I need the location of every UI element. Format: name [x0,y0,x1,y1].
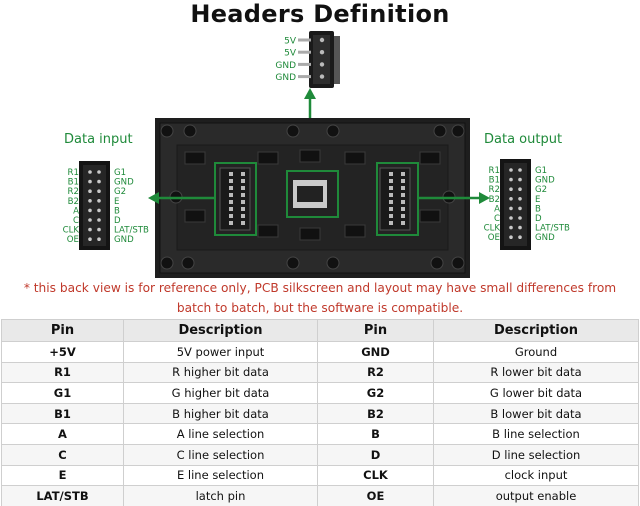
output-right-pin-label: GND [535,233,555,243]
pin-description-cell: D line selection [433,443,639,466]
pin-description-cell: R lower bit data [433,361,639,384]
output-left-pin-label: R1 [489,166,500,176]
input-right-pin-label: B [114,206,120,216]
input-left-pin-label: B2 [68,197,79,207]
output-left-pin-label: CLK [484,224,501,234]
pin-description-cell: A line selection [123,423,318,445]
data-output-title: Data output [484,132,562,147]
note-line-2: batch to batch, but the software is comp… [176,301,464,315]
pin-name-cell: G2 [317,382,434,404]
output-right-pin-label: G1 [535,166,547,176]
power-arrow-head [304,88,316,99]
output-right-pin-label: B [535,204,541,214]
data-output-connector [500,159,531,250]
pin-header: Pin [1,319,124,342]
input-left-pin-label: R2 [68,187,79,197]
pin-description-cell: C line selection [123,443,318,466]
pin-description-cell: G lower bit data [433,382,639,404]
input-right-pin-label: G1 [114,168,126,178]
input-left-pin-label: R1 [68,168,79,178]
output-left-pin-label: A [494,204,500,214]
data-input-title: Data input [64,132,133,147]
output-right-pin-label: LAT/STB [535,224,570,234]
output-left-pin-label: B2 [489,195,500,205]
power-pin-label: 5V [284,49,297,59]
pin-description-cell: latch pin [123,485,318,506]
pin-description-cell: 5V power input [123,341,318,363]
pin-description-cell: output enable [433,485,639,506]
pin-description-cell: B higher bit data [123,402,318,425]
input-left-pin-label: CLK [63,226,80,236]
power-pin-label: 5V [284,37,297,47]
description-header: Description [433,319,639,342]
output-right-pin-label: G2 [535,185,547,195]
pin-name-cell: R1 [1,361,124,384]
pin-description-cell: E line selection [123,464,318,487]
led-panel-board [155,118,470,278]
pin-name-cell: CLK [317,464,434,487]
pin-name-cell: B [317,423,434,445]
pin-name-cell: B2 [317,402,434,425]
input-left-pin-label: C [73,216,79,226]
pin-name-cell: C [1,443,124,466]
input-left-pin-label: B1 [68,178,79,188]
input-right-pin-label: E [114,197,119,207]
pin-name-cell: +5V [1,341,124,363]
input-right-pin-label: D [114,216,121,226]
description-header: Description [123,319,318,342]
input-left-pin-label: A [73,206,79,216]
input-right-pin-label: GND [114,178,134,188]
output-right-pin-label: D [535,214,542,224]
data-input-connector [79,161,110,250]
pin-table-header-row: Pin Description Pin Description [1,319,639,342]
input-left-pin-label: OE [67,235,79,245]
pin-name-cell: OE [317,485,434,506]
output-right-pin-label: E [535,195,540,205]
power-pin-label: GND [275,61,296,71]
power-pin-label: GND [275,73,296,83]
output-left-pin-label: B1 [489,176,500,186]
output-arrow-head [479,192,490,204]
power-header-connector [298,31,340,88]
pin-description-cell: B lower bit data [433,402,639,425]
output-left-pin-label: OE [488,233,500,243]
input-right-pin-label: GND [114,235,134,245]
input-arrow-head [148,192,159,204]
pin-name-cell: GND [317,341,434,363]
pin-header: Pin [317,319,434,342]
input-right-pin-label: G2 [114,187,126,197]
output-left-pin-label: R2 [489,185,500,195]
pin-description-cell: Ground [433,341,639,363]
pin-description-cell: G higher bit data [123,382,318,404]
pin-name-cell: R2 [317,361,434,384]
pin-name-cell: D [317,443,434,466]
output-right-pin-label: GND [535,176,555,186]
output-left-pin-label: C [494,214,500,224]
pin-description-cell: B line selection [433,423,639,445]
note-line-1: * this back view is for reference only, … [23,281,617,295]
pin-description-cell: R higher bit data [123,361,318,384]
pin-name-cell: LAT/STB [1,485,124,506]
power-connector-highlight [286,170,339,218]
pin-description-cell: clock input [433,464,639,487]
pin-name-cell: G1 [1,382,124,404]
input-right-pin-label: LAT/STB [114,226,149,236]
pin-name-cell: B1 [1,402,124,425]
pin-name-cell: A [1,423,124,445]
page-title: Headers Definition [190,0,450,28]
pin-name-cell: E [1,464,124,487]
